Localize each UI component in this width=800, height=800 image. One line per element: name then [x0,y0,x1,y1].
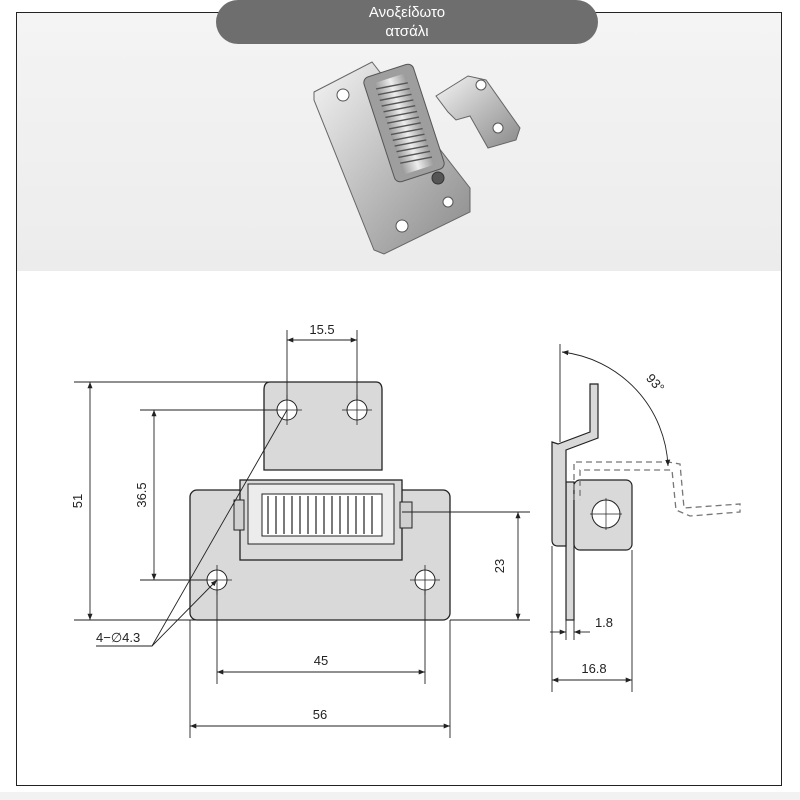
dim-45: 45 [314,653,328,668]
dim-56: 56 [313,707,327,722]
front-view [189,381,451,621]
dim-1-8: 1.8 [595,615,613,630]
front-dimensions [74,330,530,738]
dim-23: 23 [492,559,507,573]
dim-51: 51 [70,494,85,508]
dim-angle: 93° [643,371,667,396]
material-banner: Ανοξείδωτο ατσάλι [216,0,598,44]
banner-line-2: ατσάλι [385,23,429,40]
spring-coil-photo [374,73,435,175]
dim-15-5: 15.5 [309,322,334,337]
dim-36-5: 36.5 [134,482,149,507]
side-view [551,383,741,621]
dim-holes: 4−∅4.3 [96,630,140,645]
banner-line-1: Ανοξείδωτο [368,4,446,21]
spring-coil [267,496,373,534]
side-dimensions [550,344,671,692]
dim-16-8: 16.8 [581,661,606,676]
bottom-strip [0,792,800,800]
